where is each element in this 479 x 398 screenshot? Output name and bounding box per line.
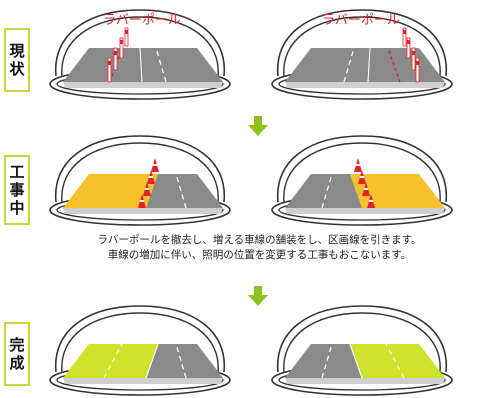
- rubber-pole-label-right: ラバーポール: [322, 13, 400, 28]
- caption-line-1: ラバーポールを撤去し、増える車線の舗装をし、区画線を引きます。: [97, 234, 422, 246]
- construction-caption: ラバーポールを撤去し、増える車線の舗装をし、区画線を引きます。 車線の増加に伴い…: [40, 233, 479, 263]
- traffic-cones-left: [138, 158, 159, 208]
- rubber-poles-right: [402, 27, 420, 83]
- stage-label-char: 中: [9, 199, 25, 217]
- caption-line-2: 車線の増加に伴い、照明の位置を変更する工事もおこないます。: [107, 249, 412, 261]
- tunnel-construction-left: [49, 135, 231, 226]
- traffic-cones-right: [354, 158, 375, 208]
- tunnel-complete-right: [271, 305, 453, 396]
- tunnel-current-right: [271, 9, 453, 100]
- tunnel-complete-left: [49, 305, 231, 396]
- rubber-pole-label-left: ラバーポール: [103, 13, 181, 28]
- stage-label-char: 事: [9, 181, 25, 199]
- stage-label-char: 工: [9, 163, 25, 181]
- stage-label-construction: 工 事 中: [4, 155, 30, 225]
- rubber-poles-left: [107, 27, 129, 83]
- tunnel-current-left: [49, 9, 231, 100]
- stage-label-char: 完: [9, 336, 25, 354]
- stage-label-char: 成: [9, 354, 25, 372]
- stage-label-current: 現 状: [4, 28, 30, 92]
- down-arrow-icon: [248, 116, 268, 136]
- stage-label-complete: 完 成: [4, 322, 30, 386]
- stage-label-char: 状: [9, 60, 25, 78]
- tunnel-construction-right: [271, 135, 453, 226]
- down-arrow-icon: [248, 286, 268, 306]
- stage-label-char: 現: [9, 42, 25, 60]
